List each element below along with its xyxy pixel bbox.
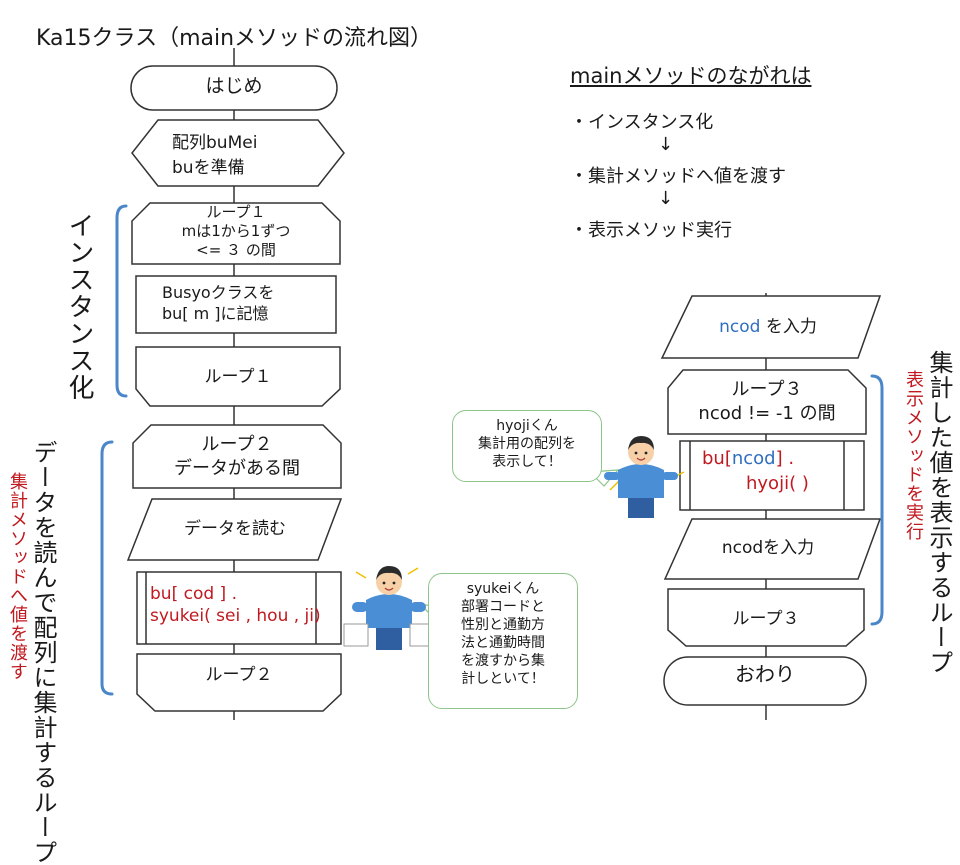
input1-var: ncod bbox=[719, 317, 761, 337]
loop3-end-shape bbox=[667, 588, 865, 647]
loop2-end-shape bbox=[136, 653, 342, 712]
loop2-begin-label-1: ループ２ bbox=[201, 434, 273, 455]
loop1-end-shape bbox=[135, 346, 341, 407]
busyo-label-2: bu[ m ]に記憶 bbox=[162, 304, 269, 323]
busyo-process bbox=[135, 275, 337, 334]
loop3-begin-label-1: ループ３ bbox=[731, 379, 803, 400]
input1-parallelogram bbox=[660, 295, 882, 359]
summary-step-3: ・表示メソッド実行 bbox=[570, 220, 732, 241]
input1-rest: を入力 bbox=[760, 317, 817, 337]
syukei-speech-bubble: syukeiくん 部署コードと 性別と通勤方 法と通勤時間 を渡すから集 計しと… bbox=[428, 573, 578, 709]
loop2-annotation: データを読んで配列に集計するループ bbox=[29, 440, 57, 865]
loop3-begin-shape bbox=[667, 369, 867, 435]
end-terminator bbox=[663, 656, 867, 706]
input2-parallelogram bbox=[663, 518, 882, 580]
start-terminator bbox=[130, 65, 338, 111]
loop1-begin-label-3: <= ３ の間 bbox=[196, 241, 276, 259]
loop2-end-label: ループ２ bbox=[205, 665, 273, 685]
loop3-end-label: ループ３ bbox=[732, 609, 800, 629]
instance-bracket bbox=[115, 204, 128, 398]
syukei-predefined-process bbox=[136, 571, 342, 645]
loop2-red-annotation: 集計メソッドへ値を渡す bbox=[7, 472, 28, 681]
loop2-begin-shape bbox=[132, 424, 342, 489]
loop3-annotation: 集計した値を表示するループ bbox=[925, 350, 953, 675]
person-icon-right bbox=[604, 436, 685, 518]
summary-arrow-1: ↓ bbox=[658, 134, 674, 155]
busyo-label-1: Busyoクラスを bbox=[162, 283, 275, 302]
end-label: おわり bbox=[735, 662, 795, 686]
hyoji-call-label-2: hyoji( ) bbox=[746, 473, 809, 494]
hyoji-call-label-1: bu[ncod] . bbox=[702, 448, 794, 470]
syukei-call-label-1: bu[ cod ] . bbox=[150, 584, 237, 604]
syukei-call-label-2: syukei( sei , hou , ji) bbox=[150, 606, 321, 626]
page-title: Ka15クラス（mainメソッドの流れ図） bbox=[36, 26, 433, 51]
start-label: はじめ bbox=[205, 75, 263, 97]
input2-label: ncodを入力 bbox=[721, 538, 815, 558]
instance-annotation: インスタンス化 bbox=[64, 212, 94, 401]
summary-arrow-2: ↓ bbox=[658, 188, 674, 209]
loop2-begin-label-2: データがある間 bbox=[174, 458, 300, 479]
loop3-begin-label-2: ncod != -1 の間 bbox=[698, 403, 836, 424]
loop1-begin-label-1: ループ１ bbox=[206, 203, 266, 221]
loop1-begin-label-2: mは1から1ずつ bbox=[181, 222, 291, 240]
loop3-red-annotation: 表示メソッドを実行 bbox=[903, 370, 924, 541]
read-data-label: データを読む bbox=[184, 519, 286, 539]
summary-step-2: ・集計メソッドへ値を渡す bbox=[570, 166, 786, 187]
flowchart bbox=[100, 48, 884, 720]
hyoji-speech-bubble: hyojiくん 集計用の配列を 表示して！ bbox=[452, 410, 602, 482]
hyoji-predefined-process bbox=[679, 440, 865, 511]
summary-panel: mainメソッドのながれは ・インスタンス化 ↓ ・集計メソッドへ値を渡す ↓ … bbox=[570, 60, 811, 242]
hyoji-call-var: ncod bbox=[731, 448, 776, 469]
hyoji-call-pre: bu[ bbox=[702, 448, 732, 469]
loop1-end-label: ループ１ bbox=[204, 367, 272, 387]
loop1-begin-shape bbox=[131, 202, 341, 265]
loop2-bracket bbox=[100, 440, 114, 696]
prepare-hexagon bbox=[131, 119, 345, 187]
prepare-label-1: 配列buMei bbox=[172, 133, 258, 153]
hyoji-call-post: ] . bbox=[775, 448, 795, 469]
prepare-label-2: buを準備 bbox=[172, 158, 245, 178]
summary-heading: mainメソッドのながれは bbox=[570, 64, 812, 88]
summary-step-1: ・インスタンス化 bbox=[570, 112, 714, 133]
input1-label: ncod を入力 bbox=[668, 316, 868, 338]
person-icon-left bbox=[343, 566, 435, 650]
read-data-parallelogram bbox=[126, 498, 343, 561]
loop3-bracket bbox=[870, 374, 884, 626]
